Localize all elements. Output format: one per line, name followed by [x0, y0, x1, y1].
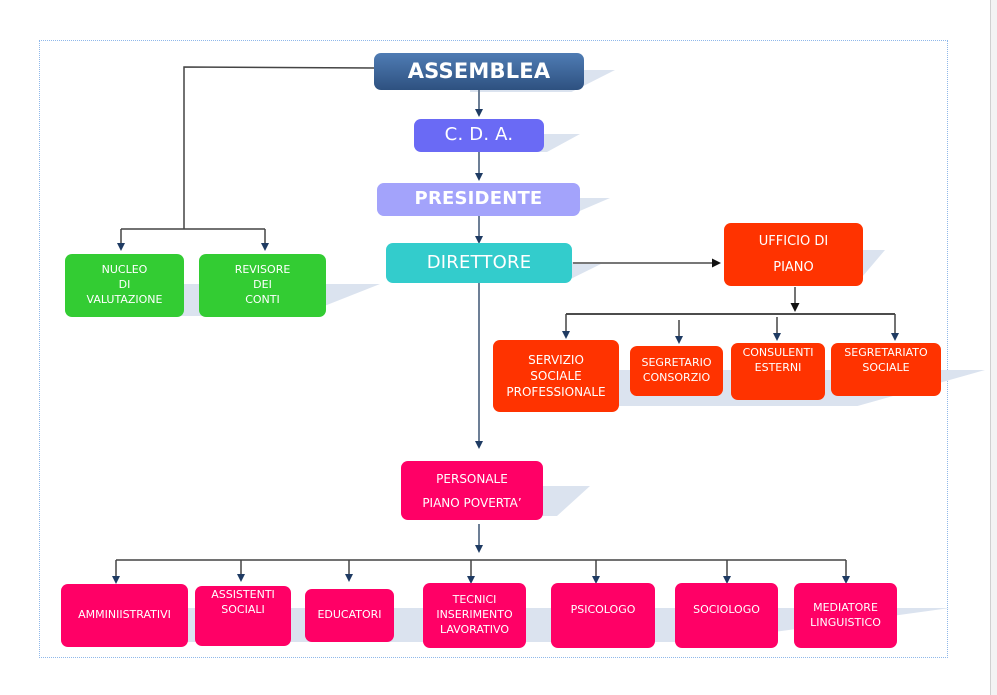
node-label-line: MEDIATORE — [813, 600, 878, 614]
node-label-line: SERVIZIO — [528, 352, 584, 367]
node-segretario-consorzio: SEGRETARIO CONSORZIO — [630, 346, 723, 396]
node-label-line: NUCLEO — [101, 263, 148, 277]
node-label-line: ESTERNI — [754, 360, 802, 374]
node-label: AMMINIISTRATIVI — [78, 608, 171, 622]
node-label-line: PIANO POVERTA’ — [422, 495, 522, 510]
node-label-line: INSERIMENTO — [436, 608, 513, 622]
node-label-line: PERSONALE — [436, 471, 508, 486]
node-label-line: VALUTAZIONE — [86, 292, 163, 306]
node-revisore-dei-conti: REVISORE DEI CONTI — [199, 254, 326, 317]
node-label-line: SEGRETARIATO — [844, 346, 928, 359]
node-label-line: ASSISTENTI — [211, 588, 275, 601]
node-label-line: SOCIALE — [862, 360, 910, 374]
node-assistenti-sociali: ASSISTENTI SOCIALI — [195, 586, 291, 646]
node-label-line: LINGUISTICO — [810, 615, 881, 629]
node-personale-piano-poverta: PERSONALE PIANO POVERTA’ — [401, 461, 543, 520]
node-segretariato-sociale: SEGRETARIATO SOCIALE — [831, 343, 941, 396]
node-label: EDUCATORI — [317, 608, 382, 622]
node-label-line: PIANO — [773, 259, 814, 275]
node-label-line: UFFICIO DI — [758, 233, 829, 249]
vertical-scrollbar[interactable] — [990, 0, 997, 695]
node-label-line: DEI — [253, 278, 272, 292]
node-label-line: SOCIALE — [530, 368, 582, 383]
node-psicologo: PSICOLOGO — [551, 583, 655, 648]
node-label-line: SEGRETARIO — [641, 356, 712, 370]
node-mediatore-linguistico: MEDIATORE LINGUISTICO — [794, 583, 897, 648]
node-label: C. D. A. — [444, 124, 514, 146]
node-tecnici-inserimento-lavorativo: TECNICI INSERIMENTO LAVORATIVO — [423, 583, 526, 648]
node-label-line: DI — [118, 278, 131, 292]
node-label: DIRETTORE — [426, 251, 532, 273]
node-label: SOCIOLOGO — [693, 603, 760, 616]
node-label-line: PROFESSIONALE — [506, 385, 606, 400]
node-ufficio-di-piano: UFFICIO DI PIANO — [724, 223, 863, 286]
node-label-line: TECNICI — [452, 593, 497, 607]
node-label-line: REVISORE — [234, 263, 291, 277]
node-label-line: CONTI — [245, 292, 280, 306]
node-label: ASSEMBLEA — [407, 59, 551, 84]
node-label-line: CONSULENTI — [742, 346, 814, 359]
node-nucleo-di-valutazione: NUCLEO DI VALUTAZIONE — [65, 254, 184, 317]
node-assemblea: ASSEMBLEA — [374, 53, 584, 90]
node-educatori: EDUCATORI — [305, 589, 394, 642]
node-cda: C. D. A. — [414, 119, 544, 152]
node-servizio-sociale-professionale: SERVIZIO SOCIALE PROFESSIONALE — [493, 340, 619, 412]
node-label-line: SOCIALI — [221, 602, 265, 616]
diagram-frame — [39, 40, 948, 658]
node-presidente: PRESIDENTE — [377, 183, 580, 216]
node-sociologo: SOCIOLOGO — [675, 583, 778, 648]
node-consulenti-esterni: CONSULENTI ESTERNI — [731, 343, 825, 400]
node-direttore: DIRETTORE — [386, 243, 572, 283]
node-label-line: CONSORZIO — [642, 371, 711, 384]
node-label: PSICOLOGO — [570, 603, 636, 616]
node-label-line: LAVORATIVO — [439, 622, 509, 636]
node-amministrativi: AMMINIISTRATIVI — [61, 584, 188, 647]
node-label: PRESIDENTE — [414, 188, 543, 210]
